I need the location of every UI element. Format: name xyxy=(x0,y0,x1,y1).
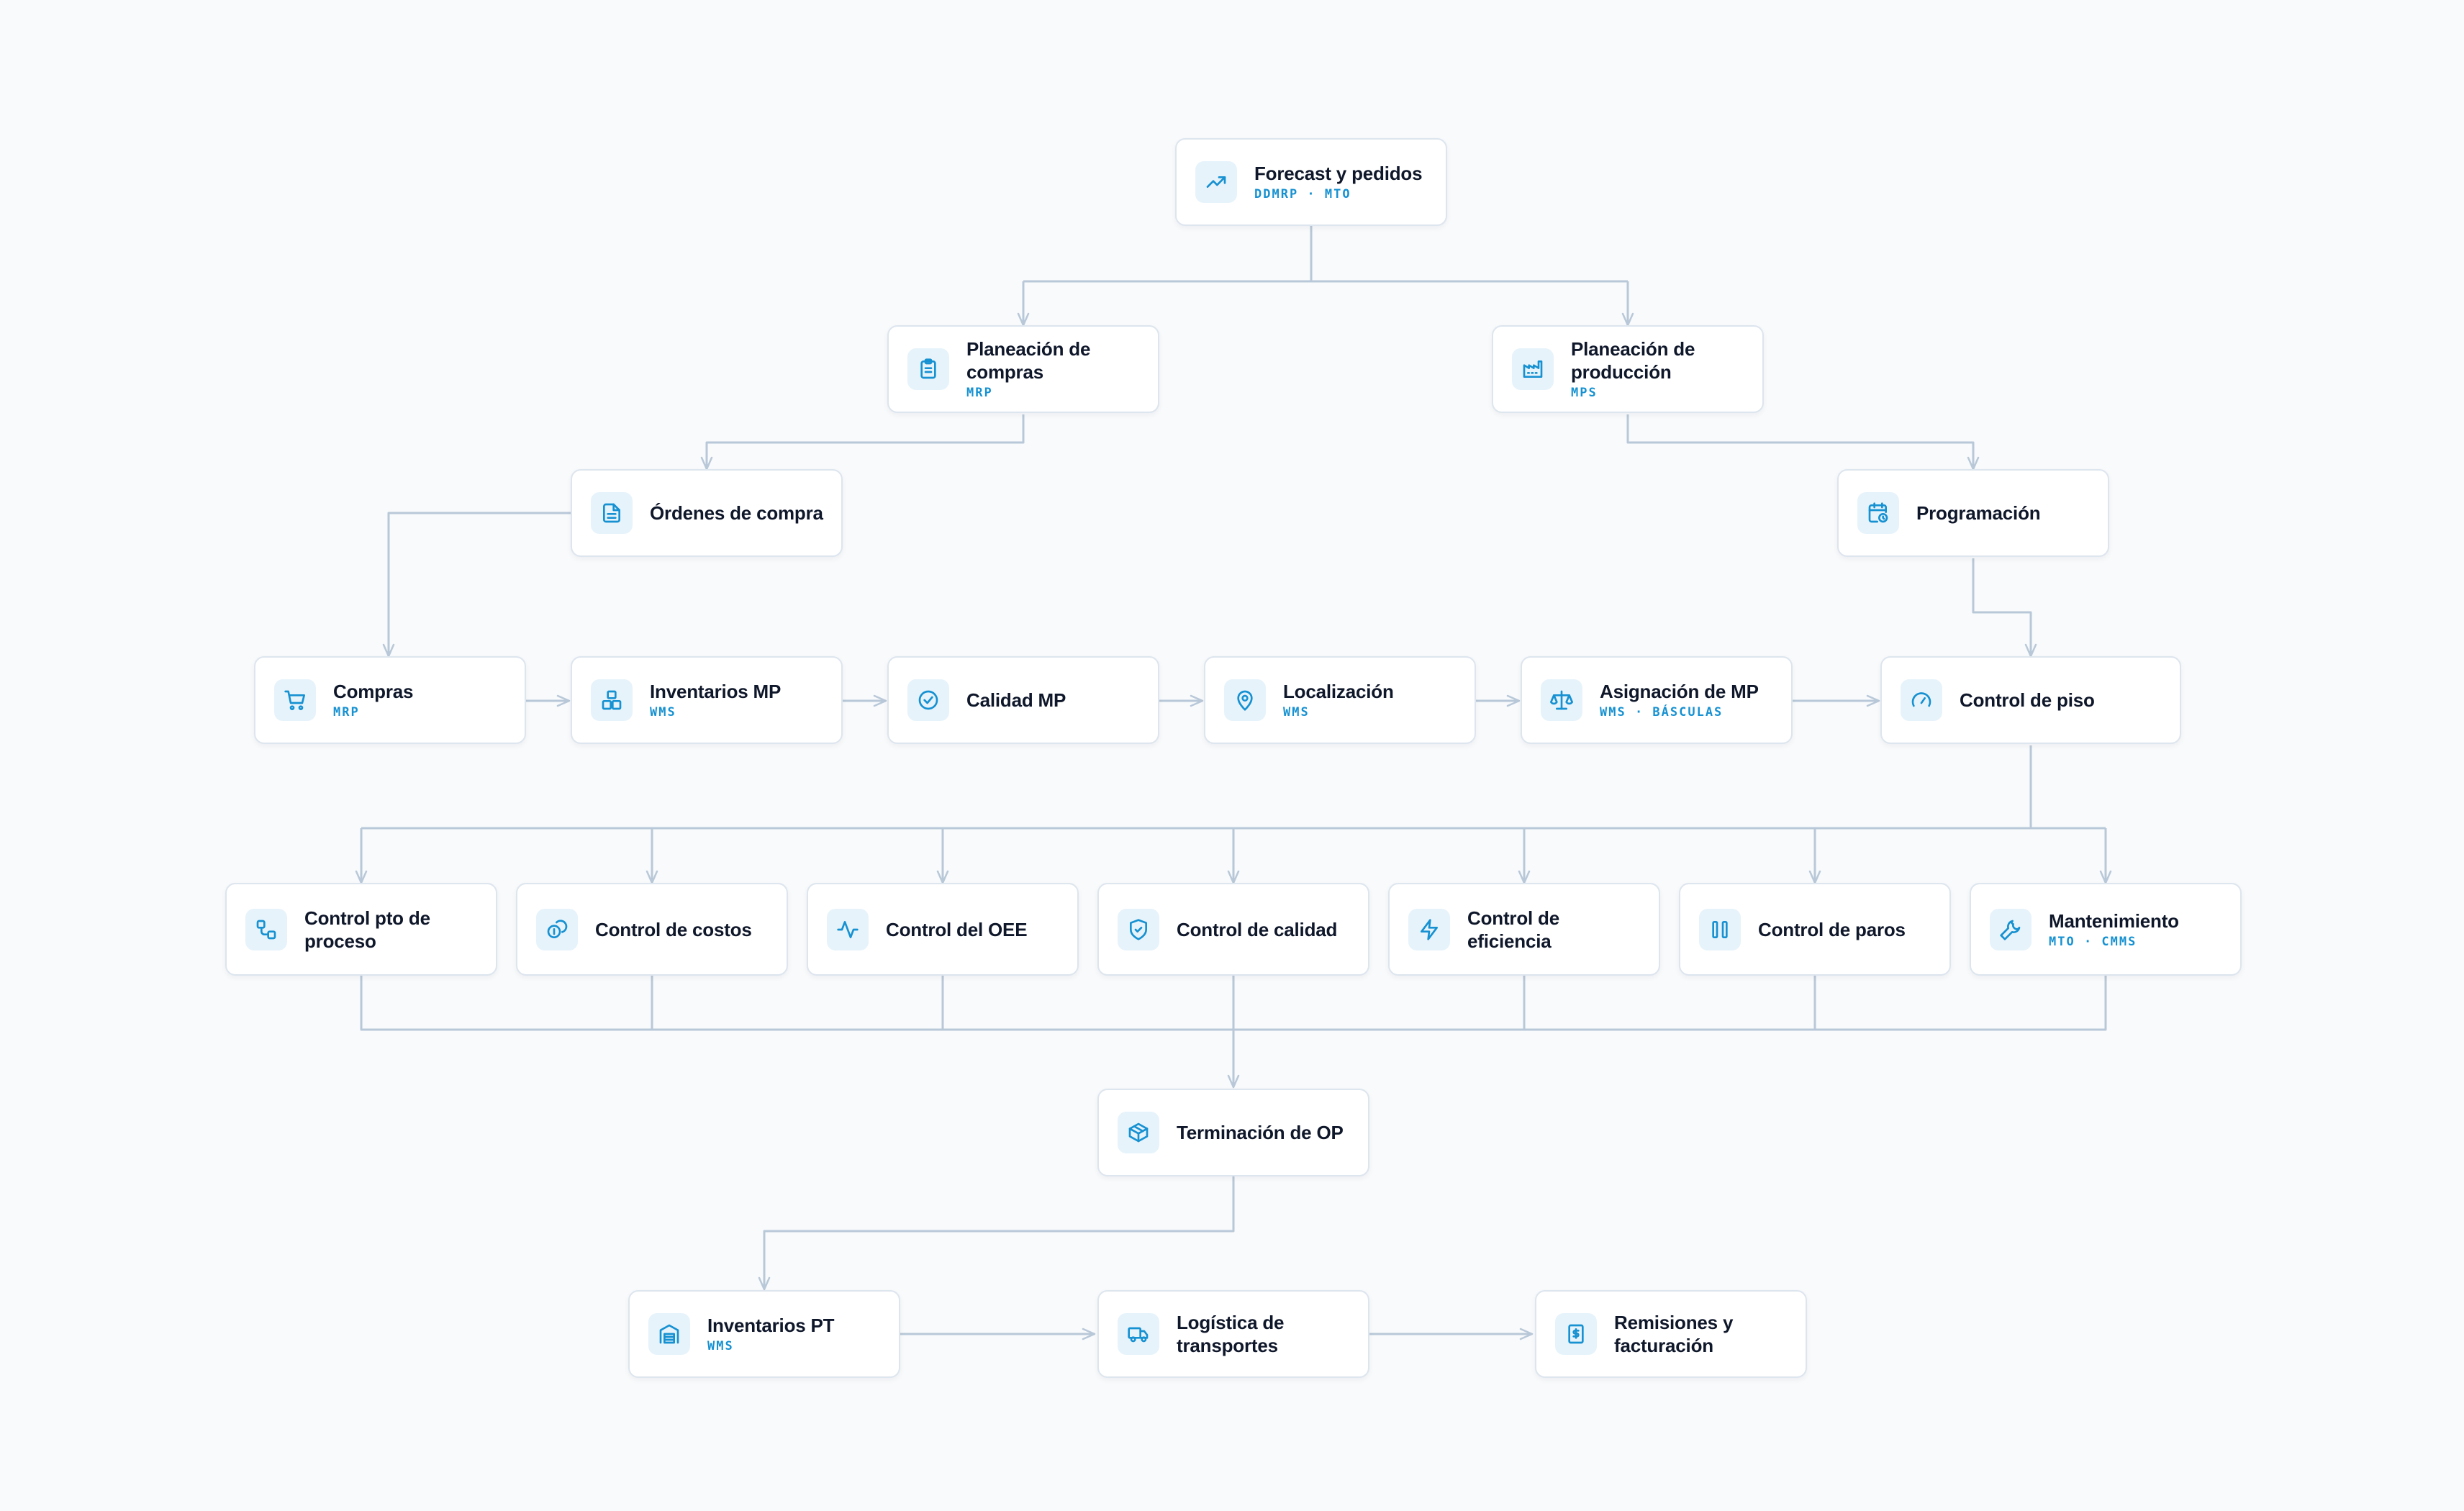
node-title: Forecast y pedidos xyxy=(1254,163,1423,184)
node-subtitle: WMS xyxy=(650,705,676,720)
node-programacion[interactable]: Programación xyxy=(1837,469,2109,557)
node-title: Mantenimiento xyxy=(2049,909,2179,932)
shield-check-icon xyxy=(1118,908,1159,950)
node-subtitle: MTO · CMMS xyxy=(2049,934,2137,949)
node-title: Control pto de proceso xyxy=(304,907,430,952)
node-subtitle: DDMRP · MTO xyxy=(1254,187,1351,201)
node-title: Logística de transportes xyxy=(1177,1312,1285,1356)
node-title: Remisiones y facturación xyxy=(1614,1312,1734,1356)
node-title: Terminación de OP xyxy=(1177,1122,1344,1143)
node-remisiones-facturacion[interactable]: Remisiones y facturación xyxy=(1535,1290,1807,1378)
truck-icon xyxy=(1118,1313,1159,1355)
package-icon xyxy=(1118,1112,1159,1153)
shopping-cart-icon xyxy=(274,679,316,721)
node-subtitle: WMS · BÁSCULAS xyxy=(1600,705,1724,720)
node-control-eficiencia[interactable]: Control de eficiencia xyxy=(1388,883,1660,976)
node-mantenimiento[interactable]: Mantenimiento MTO · CMMS xyxy=(1970,883,2242,976)
factory-icon xyxy=(1512,348,1554,390)
receipt-icon xyxy=(1555,1313,1597,1355)
node-subtitle: WMS xyxy=(707,1339,734,1353)
node-title: Control de calidad xyxy=(1177,918,1338,940)
node-inventarios-pt[interactable]: Inventarios PT WMS xyxy=(628,1290,900,1378)
node-subtitle: MRP xyxy=(333,705,360,720)
node-title: Control del OEE xyxy=(886,918,1028,940)
connector-to-control-piso xyxy=(1972,558,2037,658)
trending-up-icon xyxy=(1195,161,1237,203)
node-title: Órdenes de compra xyxy=(650,502,823,524)
boxes-icon xyxy=(591,679,633,721)
warehouse-icon xyxy=(648,1313,690,1355)
connector-to-programacion xyxy=(1626,414,1980,471)
node-title: Control de costos xyxy=(595,918,752,940)
file-text-icon xyxy=(591,492,633,534)
connector-forecast-split xyxy=(1023,226,1628,283)
connector-piso-bus xyxy=(361,745,2106,830)
node-control-oee[interactable]: Control del OEE xyxy=(807,883,1079,976)
node-logistica-transportes[interactable]: Logística de transportes xyxy=(1097,1290,1369,1378)
node-title: Planeación de producción xyxy=(1571,338,1695,383)
map-pin-icon xyxy=(1224,679,1266,721)
workflow-icon xyxy=(245,908,287,950)
node-title: Programación xyxy=(1916,502,2041,524)
node-calidad-mp[interactable]: Calidad MP xyxy=(887,656,1159,744)
node-asignacion-mp[interactable]: Asignación de MP WMS · BÁSCULAS xyxy=(1521,656,1793,744)
activity-icon xyxy=(827,908,869,950)
node-title: Asignación de MP xyxy=(1600,681,1759,702)
badge-check-icon xyxy=(907,679,949,721)
wrench-icon xyxy=(1990,908,2032,950)
clipboard-list-icon xyxy=(907,348,949,390)
node-title: Control de paros xyxy=(1758,918,1906,940)
node-subtitle: MPS xyxy=(1571,386,1598,400)
pause-icon xyxy=(1699,908,1741,950)
connector-to-compras xyxy=(382,512,571,658)
calendar-clock-icon xyxy=(1857,492,1899,534)
scale-icon xyxy=(1541,679,1582,721)
node-planeacion-produccion[interactable]: Planeación de producción MPS xyxy=(1492,325,1764,413)
node-localizacion[interactable]: Localización WMS xyxy=(1204,656,1476,744)
gauge-icon xyxy=(1901,679,1942,721)
node-title: Control de piso xyxy=(1960,689,2095,711)
connector-to-inv-pt xyxy=(758,1176,1235,1291)
node-control-costos[interactable]: Control de costos xyxy=(516,883,788,976)
node-title: Planeación de compras xyxy=(966,338,1091,383)
node-ordenes-compra[interactable]: Órdenes de compra xyxy=(571,469,843,557)
node-forecast[interactable]: Forecast y pedidos DDMRP · MTO xyxy=(1175,138,1447,226)
connector-to-ordenes xyxy=(700,414,1025,471)
node-subtitle: WMS xyxy=(1283,705,1310,720)
zap-icon xyxy=(1408,908,1450,950)
node-control-paros[interactable]: Control de paros xyxy=(1679,883,1951,976)
node-title: Compras xyxy=(333,681,414,702)
node-title: Inventarios PT xyxy=(707,1315,835,1336)
node-title: Calidad MP xyxy=(966,689,1066,711)
node-control-piso[interactable]: Control de piso xyxy=(1880,656,2181,744)
node-compras[interactable]: Compras MRP xyxy=(254,656,526,744)
node-control-calidad[interactable]: Control de calidad xyxy=(1097,883,1369,976)
node-title: Localización xyxy=(1283,681,1394,702)
node-planeacion-compras[interactable]: Planeación de compras MRP xyxy=(887,325,1159,413)
coins-icon xyxy=(536,908,578,950)
node-title: Inventarios MP xyxy=(650,681,782,702)
node-title: Control de eficiencia xyxy=(1467,907,1559,952)
node-inventarios-mp[interactable]: Inventarios MP WMS xyxy=(571,656,843,744)
node-control-pto-proceso[interactable]: Control pto de proceso xyxy=(225,883,497,976)
node-terminacion-op[interactable]: Terminación de OP xyxy=(1097,1089,1369,1176)
node-subtitle: MRP xyxy=(966,386,993,400)
